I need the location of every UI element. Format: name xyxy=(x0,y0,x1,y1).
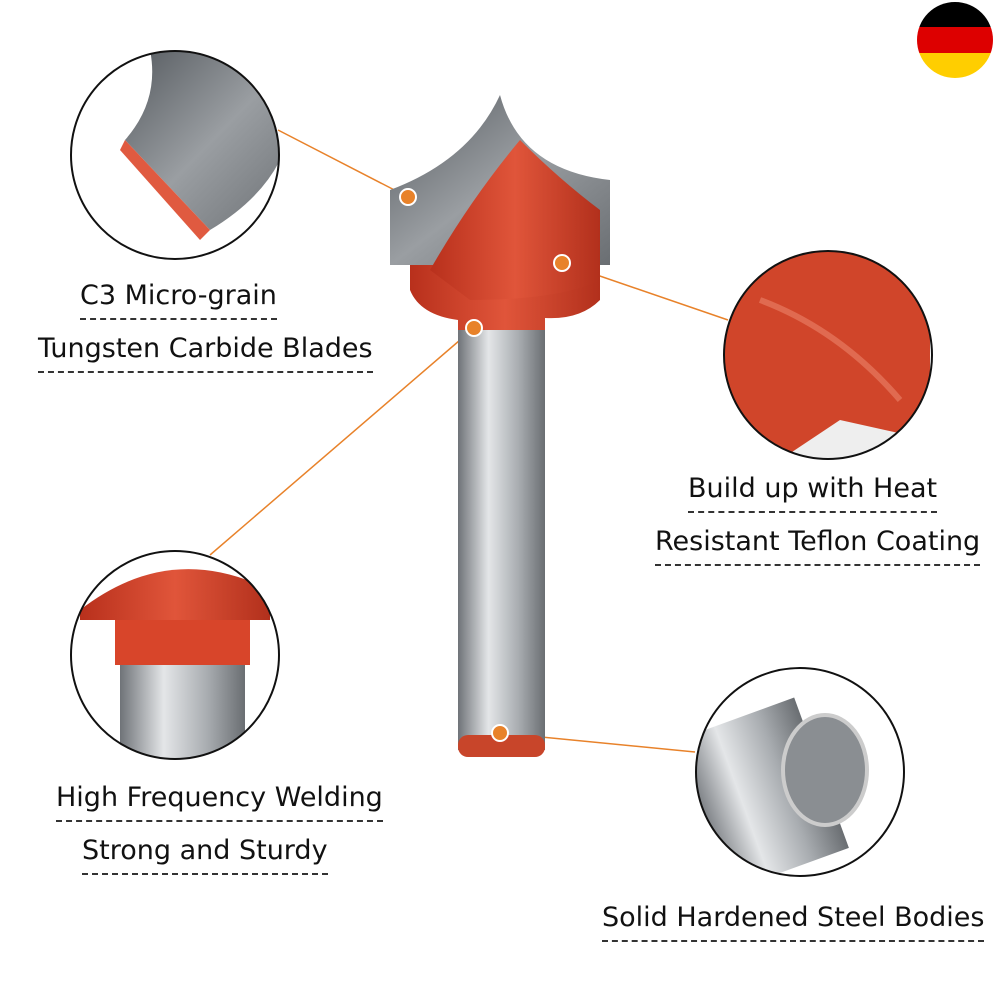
coating-label-line2: Resistant Teflon Coating xyxy=(655,526,981,567)
hotspot-dots xyxy=(399,188,571,742)
detail-blade-circle xyxy=(70,50,280,260)
blades-label-line2: Tungsten Carbide Blades xyxy=(38,333,373,374)
detail-welding-circle xyxy=(70,550,280,760)
blades-label-line1: C3 Micro-grain xyxy=(80,280,277,321)
router-bit xyxy=(390,95,610,757)
welding-label-line2: Strong and Sturdy xyxy=(82,835,328,876)
welding-label-line1: High Frequency Welding xyxy=(56,782,383,823)
germany-flag-icon xyxy=(917,2,993,78)
detail-body-circle xyxy=(695,667,905,877)
detail-coating-circle xyxy=(723,250,933,460)
body-label: Solid Hardened Steel Bodies xyxy=(602,902,985,943)
coating-label-line1: Build up with Heat xyxy=(688,473,938,514)
